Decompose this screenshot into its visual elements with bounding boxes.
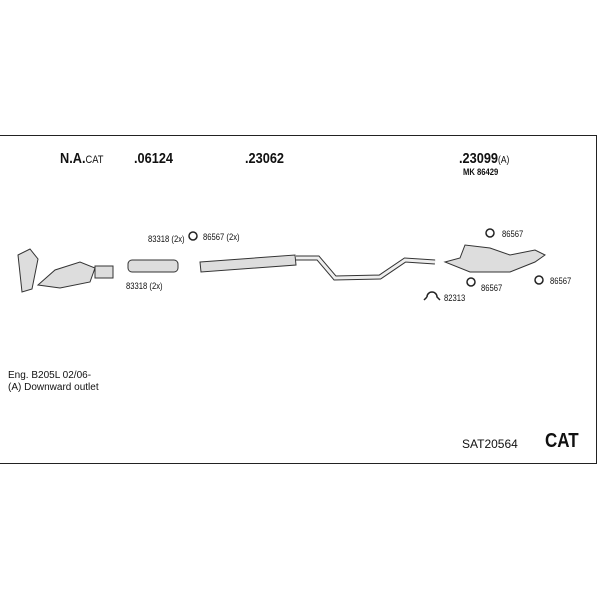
fitting-86567-right: 86567 bbox=[550, 276, 572, 286]
cat-badge: CAT bbox=[545, 430, 579, 452]
fitting-82313: 82313 bbox=[444, 293, 466, 303]
part-cat-number: N.A. bbox=[60, 150, 86, 167]
diagram-frame bbox=[0, 135, 597, 464]
fitting-86567-mid: 86567 bbox=[481, 283, 503, 293]
engine-note: Eng. B205L 02/06- bbox=[8, 370, 92, 381]
mk-label: MK 86429 bbox=[463, 167, 499, 177]
part-23099: .23099(A) bbox=[459, 150, 509, 167]
part-cat-suffix: CAT bbox=[85, 154, 104, 166]
fitting-86567-2x: 86567 (2x) bbox=[203, 232, 240, 242]
fitting-83318-lower: 83318 (2x) bbox=[126, 281, 163, 291]
part-cat-label: N.A.CAT bbox=[60, 150, 104, 167]
part-06124: .06124 bbox=[134, 150, 174, 167]
clamp-icon bbox=[423, 291, 441, 301]
outlet-note: (A) Downward outlet bbox=[8, 382, 99, 393]
flange-icon bbox=[94, 265, 114, 279]
rear-silencer-icon bbox=[443, 244, 546, 273]
part-23099-number: .23099 bbox=[459, 150, 499, 167]
hanger-icon bbox=[485, 228, 495, 238]
middle-silencer-icon bbox=[199, 254, 297, 273]
hanger-icon bbox=[188, 231, 198, 241]
part-23099-suffix: (A) bbox=[498, 155, 510, 166]
catalytic-converter-icon bbox=[36, 261, 96, 289]
hanger-icon bbox=[466, 277, 476, 287]
hanger-icon bbox=[534, 275, 544, 285]
part-23062: .23062 bbox=[245, 150, 285, 167]
flex-pipe-icon bbox=[127, 259, 179, 273]
manifold-icon bbox=[17, 248, 39, 293]
fitting-86567-top: 86567 bbox=[502, 229, 524, 239]
set-code: SAT20564 bbox=[462, 437, 518, 451]
fitting-83318-upper: 83318 (2x) bbox=[148, 234, 185, 244]
